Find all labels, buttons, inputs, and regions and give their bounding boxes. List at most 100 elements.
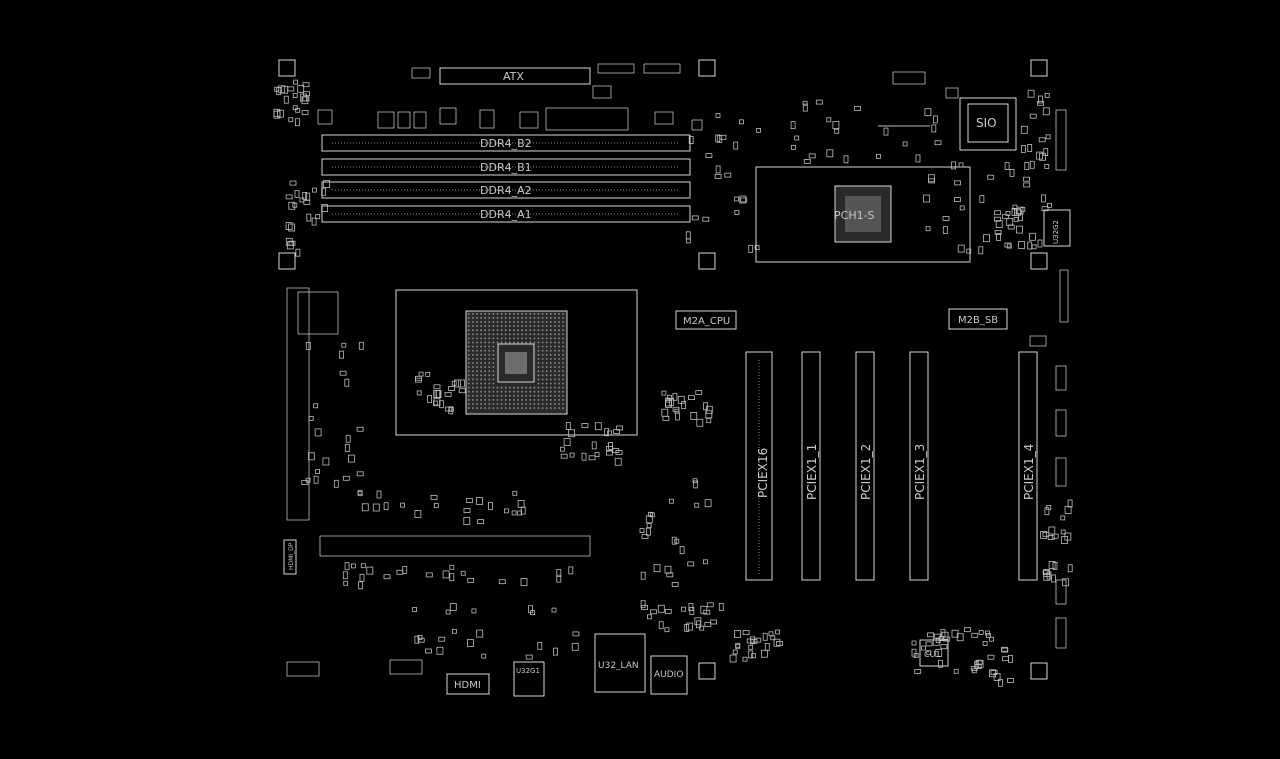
smd-pad bbox=[646, 523, 652, 528]
smd-pad bbox=[914, 669, 922, 674]
pcie-x16-slot[interactable]: PCIEX16 bbox=[745, 351, 773, 581]
smd-pad bbox=[297, 84, 305, 93]
smd-pad bbox=[959, 205, 965, 211]
smd-pad bbox=[715, 113, 721, 118]
smd-pad bbox=[1060, 529, 1066, 535]
smd-pad bbox=[1002, 656, 1009, 662]
smd-pad bbox=[734, 196, 739, 202]
smd-pad bbox=[995, 220, 1003, 229]
smd-pad bbox=[768, 631, 774, 637]
smd-pad bbox=[315, 214, 321, 219]
smd-pad bbox=[826, 117, 832, 123]
smd-pad bbox=[466, 639, 474, 647]
smd-pad bbox=[657, 604, 665, 613]
smd-pad bbox=[581, 452, 587, 461]
dimm-slot-b2[interactable]: DDR4_B2 bbox=[321, 134, 691, 152]
smd-pad bbox=[927, 632, 934, 638]
pcie-x1-slot-1[interactable]: PCIEX1_1 bbox=[801, 351, 821, 581]
ddr4-b1-label: DDR4_B1 bbox=[480, 161, 532, 174]
smd-pad bbox=[693, 480, 698, 489]
hdmi-port[interactable]: HDMI bbox=[446, 673, 490, 695]
pch-chipset[interactable]: PCH1-S bbox=[755, 166, 971, 263]
smd-pad bbox=[688, 395, 695, 401]
smd-pad bbox=[563, 438, 571, 447]
smd-pad bbox=[671, 582, 679, 587]
smd-pad bbox=[301, 480, 309, 485]
pcie-x1-slot-4[interactable]: PCIEX1_4 bbox=[1018, 351, 1038, 581]
smd-pad bbox=[696, 620, 701, 629]
smd-pad bbox=[299, 197, 305, 203]
smd-pad bbox=[314, 428, 322, 437]
smd-pad bbox=[292, 202, 298, 208]
dimm-slots: DDR4_B2 DDR4_B1 DDR4_A2 DDR4_A1 bbox=[321, 134, 691, 223]
smd-pad bbox=[876, 153, 881, 159]
smd-pad bbox=[994, 229, 1002, 235]
smd-pad bbox=[674, 408, 680, 414]
smd-pad bbox=[957, 244, 965, 253]
smd-pad bbox=[292, 105, 298, 111]
smd-pad bbox=[285, 222, 293, 231]
smd-pad bbox=[517, 499, 525, 508]
smd-pad bbox=[826, 149, 834, 158]
cu1-chip[interactable]: CU1 bbox=[919, 639, 949, 667]
ddr4-b2-label: DDR4_B2 bbox=[480, 137, 532, 150]
smd-pad bbox=[1002, 214, 1009, 220]
smd-pad bbox=[987, 654, 995, 660]
smd-pad bbox=[1029, 232, 1036, 241]
smd-pad bbox=[650, 609, 657, 615]
smd-pad bbox=[581, 422, 589, 428]
smd-pad bbox=[400, 502, 406, 508]
usb-lan-port[interactable]: U32_LAN bbox=[594, 633, 646, 693]
m2-slot-cpu[interactable]: M2A_CPU bbox=[675, 310, 737, 330]
dimm-slot-a1[interactable]: DDR4_A1 bbox=[321, 205, 691, 223]
smd-pad bbox=[476, 629, 484, 638]
smd-pad bbox=[457, 379, 465, 388]
smd-pad bbox=[971, 668, 977, 674]
audio-jack[interactable]: AUDIO bbox=[650, 655, 688, 695]
smd-pad bbox=[685, 231, 691, 240]
smd-pad bbox=[943, 636, 951, 642]
atx-power-connector[interactable]: ATX bbox=[411, 63, 681, 99]
smd-pad bbox=[834, 128, 840, 134]
smd-pad bbox=[924, 108, 932, 117]
dimm-slot-a2[interactable]: DDR4_A2 bbox=[321, 181, 691, 199]
smd-pad bbox=[460, 570, 466, 576]
smd-pad bbox=[1039, 152, 1046, 161]
hdmi-dp-header[interactable]: HDMI_DP bbox=[283, 539, 297, 575]
smd-pad bbox=[417, 635, 423, 640]
smd-pad bbox=[418, 371, 424, 377]
smd-pad bbox=[313, 403, 319, 409]
smd-pad bbox=[1045, 134, 1051, 140]
hdmi-dp-label: HDMI_DP bbox=[288, 542, 295, 570]
smd-pad bbox=[414, 635, 420, 644]
u32g2-connector[interactable]: U32G2 bbox=[1043, 209, 1071, 247]
smd-pad bbox=[306, 213, 312, 222]
smd-pad bbox=[1014, 208, 1021, 217]
smd-pad bbox=[666, 572, 674, 578]
pcie-x1-slot-3[interactable]: PCIEX1_3 bbox=[909, 351, 929, 581]
smd-pad bbox=[976, 660, 984, 668]
smd-pad bbox=[344, 562, 350, 571]
smd-pad bbox=[675, 412, 680, 421]
smd-pad bbox=[911, 648, 917, 657]
cpu-socket[interactable] bbox=[395, 289, 638, 436]
usb-usb-port[interactable]: U32G1 bbox=[513, 661, 545, 697]
smd-pad bbox=[608, 441, 613, 450]
smd-pad bbox=[308, 416, 314, 421]
smd-pad bbox=[706, 418, 712, 424]
smd-pad bbox=[933, 633, 941, 639]
dimm-slot-b1[interactable]: DDR4_B1 bbox=[321, 158, 691, 176]
smd-pad bbox=[921, 645, 926, 651]
smd-pad bbox=[994, 216, 1001, 222]
smd-pad bbox=[982, 641, 988, 646]
smd-pad bbox=[702, 216, 710, 222]
smd-pad bbox=[432, 400, 438, 406]
smd-pad bbox=[740, 197, 748, 203]
m2-slot-sb[interactable]: M2B_SB bbox=[948, 308, 1008, 330]
smd-pad bbox=[1044, 163, 1050, 169]
super-io-chip[interactable]: SIO bbox=[878, 71, 1017, 151]
smd-pad bbox=[560, 453, 568, 459]
smd-pad bbox=[739, 119, 744, 125]
pcie-x1-slot-2[interactable]: PCIEX1_2 bbox=[855, 351, 875, 581]
